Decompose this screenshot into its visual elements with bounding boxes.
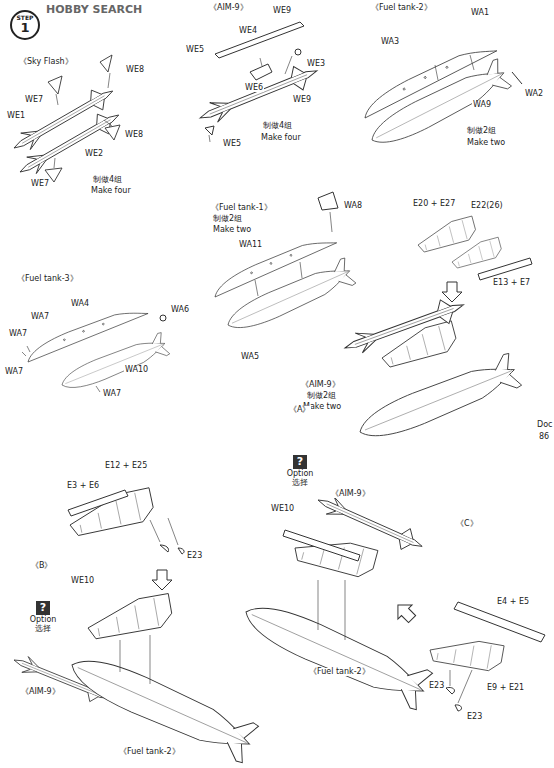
part-label: WE5 <box>185 46 205 54</box>
part-label: E20 + E27 <box>412 200 456 208</box>
part-label: Doc <box>536 421 553 429</box>
step-number: 1 <box>12 21 38 34</box>
part-label: 制做2组 <box>466 127 497 135</box>
part-label: E4 + E5 <box>496 598 530 606</box>
part-label: WA8 <box>343 202 363 210</box>
part-label: WE8 <box>124 131 144 139</box>
part-label: E12 + E25 <box>104 462 148 470</box>
part-label: WE8 <box>125 66 145 74</box>
part-label: 《Fuel tank-1》 <box>210 204 273 212</box>
part-label: E13 + E7 <box>492 279 531 287</box>
option-text: Option 选择 <box>26 616 60 634</box>
part-label: WE7 <box>30 180 50 188</box>
option-icon: ?Option 选择 <box>26 596 60 634</box>
part-label: WE9 <box>272 7 292 15</box>
part-label: WA3 <box>380 38 400 46</box>
part-label: WE9 <box>292 96 312 104</box>
part-label: 《Fuel tank-2》 <box>308 668 371 676</box>
part-label: WE1 <box>6 112 26 120</box>
part-label: Make two <box>466 139 506 147</box>
part-label: 《Fuel tank-2》 <box>370 4 433 12</box>
part-label: WA4 <box>70 300 90 308</box>
part-label: WA7 <box>4 368 24 376</box>
part-label: E23 <box>428 682 445 690</box>
part-label: Make four <box>90 187 132 195</box>
part-label: 《Sky Flash》 <box>18 58 74 66</box>
part-label: E22(26) <box>470 202 504 210</box>
part-label: 《AIM-9》 <box>20 688 61 696</box>
part-label: 《C》 <box>455 520 479 528</box>
part-label: WA2 <box>524 90 544 98</box>
part-label: 制做2组 <box>306 392 337 400</box>
part-label: 《AIM-9》 <box>330 490 371 498</box>
step-badge: STEP1 <box>10 10 40 40</box>
part-label: 《A》 <box>288 406 311 414</box>
part-label: WA7 <box>8 330 28 338</box>
part-label: WE5 <box>222 140 242 148</box>
part-label: 制做4组 <box>92 176 123 184</box>
part-label: 86 <box>538 433 550 441</box>
part-label: 《AIM-9》 <box>208 4 249 12</box>
part-label: 《AIM-9》 <box>300 381 341 389</box>
part-label: WA7 <box>102 390 122 398</box>
part-label: WA5 <box>240 353 260 361</box>
part-label: 《Fuel tank-3》 <box>16 275 79 283</box>
part-label: 制做4组 <box>262 122 293 130</box>
part-label: WA1 <box>470 9 490 17</box>
part-label: WE4 <box>238 27 258 35</box>
part-label: 《Fuel tank-2》 <box>118 748 181 756</box>
part-label: WE3 <box>306 60 326 68</box>
part-label: E3 + E6 <box>66 482 100 490</box>
part-label: Make four <box>260 134 302 142</box>
part-label: WA9 <box>472 101 492 109</box>
part-label: WE10 <box>70 577 95 585</box>
part-label: Make two <box>212 226 252 234</box>
part-label: WE6 <box>244 84 264 92</box>
part-label: E23 <box>186 552 203 560</box>
option-symbol: ? <box>36 601 50 615</box>
part-label: WE7 <box>24 96 44 104</box>
part-label: 制做2组 <box>212 215 243 223</box>
part-label: WE2 <box>84 150 104 158</box>
option-symbol: ? <box>293 455 307 469</box>
part-label: WE10 <box>270 505 295 513</box>
part-label: WA7 <box>30 313 50 321</box>
part-label: 《B》 <box>30 562 54 570</box>
part-label: WA11 <box>238 241 263 249</box>
part-label: WA6 <box>170 306 190 314</box>
part-label: E9 + E21 <box>486 684 525 692</box>
option-text: Option 选择 <box>283 470 317 488</box>
part-label: WA10 <box>124 366 149 374</box>
part-label: E23 <box>466 713 483 721</box>
option-icon: ?Option 选择 <box>283 450 317 488</box>
watermark: HOBBY SEARCH <box>45 4 143 16</box>
